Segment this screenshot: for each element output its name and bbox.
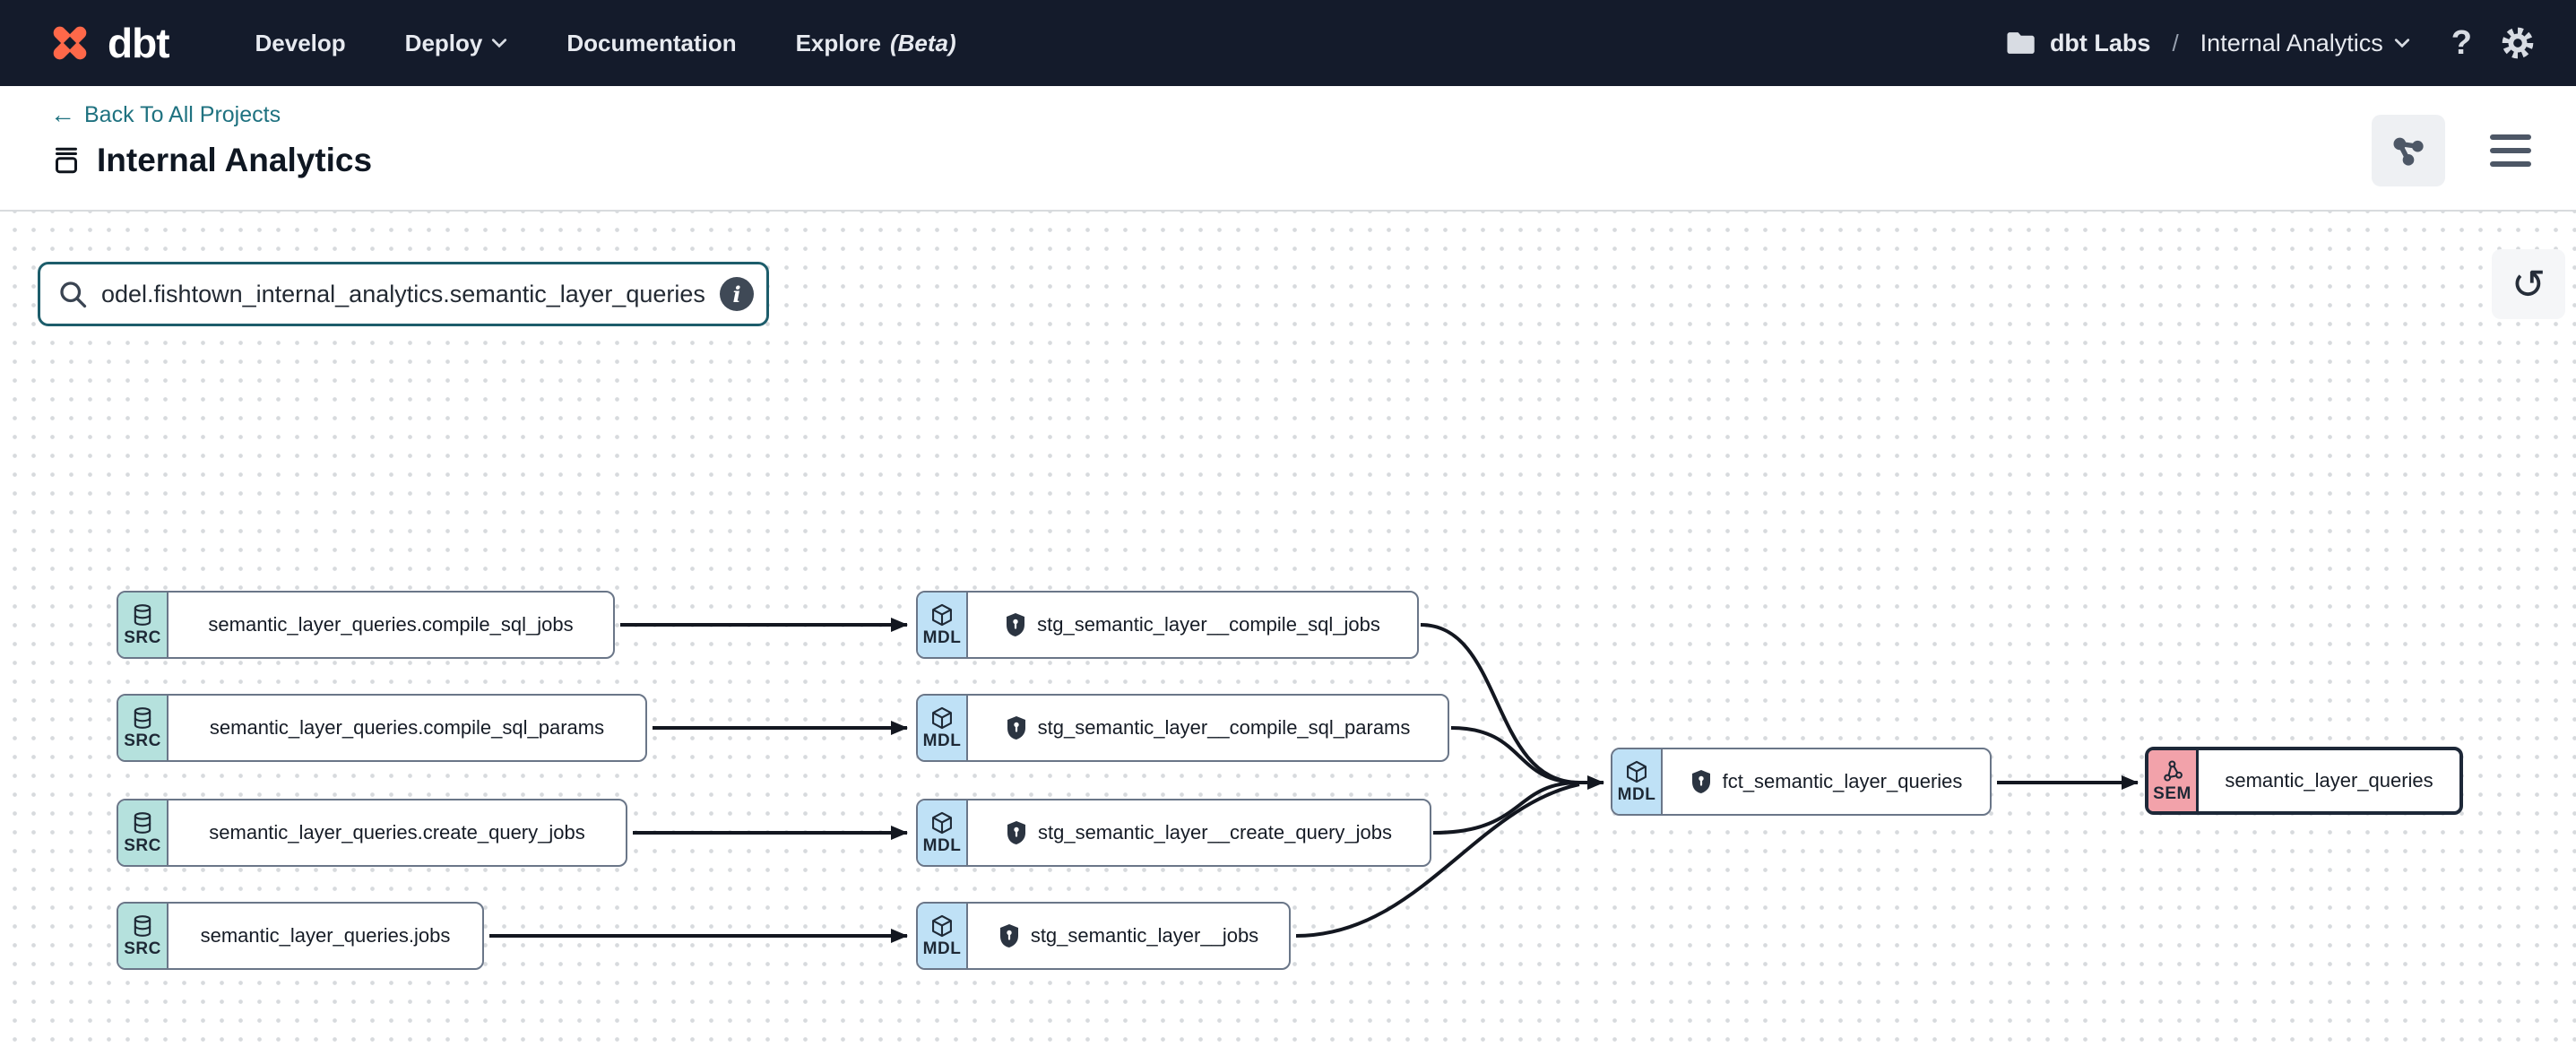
- node-label: stg_semantic_layer__compile_sql_jobs: [1037, 613, 1380, 636]
- database-icon: [134, 914, 151, 937]
- chevron-down-icon: [2394, 39, 2409, 48]
- node-stg-compile-sql-jobs[interactable]: MDL stg_semantic_layer__compile_sql_jobs: [916, 591, 1419, 659]
- info-icon[interactable]: i: [720, 277, 754, 311]
- cube-icon: [932, 603, 952, 626]
- menu-hamburger-icon[interactable]: [2485, 129, 2537, 172]
- model-badge: MDL: [1612, 749, 1663, 814]
- dbt-logo[interactable]: dbt: [47, 19, 170, 67]
- breadcrumb-separator: /: [2172, 29, 2179, 56]
- account-breadcrumb[interactable]: dbt Labs: [2007, 30, 2150, 57]
- node-label: semantic_layer_queries.jobs: [200, 924, 451, 947]
- top-nav: dbt Develop Deploy Documentation Explore…: [0, 0, 2576, 86]
- lineage-search: i: [38, 262, 769, 326]
- shield-icon: [1007, 613, 1025, 636]
- edge: [1450, 726, 1580, 784]
- back-to-projects-link[interactable]: ← Back To All Projects: [50, 100, 281, 128]
- node-stg-compile-sql-params[interactable]: MDL stg_semantic_layer__compile_sql_para…: [916, 694, 1449, 762]
- model-badge: MDL: [918, 904, 968, 968]
- nav-item-explore[interactable]: Explore (Beta): [795, 29, 956, 56]
- shield-icon: [1691, 770, 1710, 793]
- page-header: ← Back To All Projects Internal Analytic…: [0, 86, 2576, 212]
- node-label: semantic_layer_queries: [2225, 769, 2433, 792]
- model-badge: MDL: [918, 593, 968, 657]
- reset-view-button[interactable]: ↺: [2492, 249, 2565, 319]
- lineage-icon: [2393, 137, 2424, 166]
- node-label: stg_semantic_layer__jobs: [1030, 924, 1259, 947]
- model-badge: MDL: [918, 696, 968, 760]
- cube-icon: [932, 914, 952, 937]
- source-badge: SRC: [118, 593, 169, 657]
- help-icon[interactable]: ?: [2451, 23, 2472, 62]
- model-badge: MDL: [918, 800, 968, 865]
- edge: [1432, 781, 1580, 835]
- node-src-jobs[interactable]: SRC semantic_layer_queries.jobs: [117, 902, 484, 970]
- node-src-compile-sql-params[interactable]: SRC semantic_layer_queries.compile_sql_p…: [117, 694, 647, 762]
- lineage-view-button[interactable]: [2372, 115, 2445, 186]
- node-fct-semantic-layer-queries[interactable]: MDL fct_semantic_layer_queries: [1611, 748, 1992, 816]
- node-label: fct_semantic_layer_queries: [1722, 770, 1963, 792]
- project-icon: [56, 147, 77, 174]
- nav-item-deploy[interactable]: Deploy: [405, 30, 508, 57]
- nav-right-cluster: dbt Labs / Internal Analytics ?: [2007, 24, 2537, 63]
- source-badge: SRC: [118, 800, 169, 865]
- cube-icon: [932, 811, 952, 834]
- lineage-canvas[interactable]: i ↺ SRC semantic_layer_queries.compile_s…: [0, 212, 2576, 1045]
- node-src-compile-sql-jobs[interactable]: SRC semantic_layer_queries.compile_sql_j…: [117, 591, 615, 659]
- database-icon: [134, 811, 151, 834]
- undo-icon: ↺: [2511, 260, 2546, 308]
- node-label: semantic_layer_queries.create_query_jobs: [209, 821, 585, 844]
- node-label: stg_semantic_layer__create_query_jobs: [1037, 821, 1392, 844]
- node-label: stg_semantic_layer__compile_sql_params: [1037, 716, 1411, 739]
- semantic-badge: SEM: [2148, 750, 2199, 811]
- shield-icon: [999, 924, 1018, 947]
- beta-tag: (Beta): [889, 29, 956, 56]
- chevron-down-icon: [492, 39, 507, 48]
- nav-item-develop[interactable]: Develop: [255, 29, 346, 56]
- edge: [1420, 623, 1580, 784]
- shield-icon: [1007, 716, 1025, 740]
- node-stg-jobs[interactable]: MDL stg_semantic_layer__jobs: [916, 902, 1291, 970]
- node-stg-create-query-jobs[interactable]: MDL stg_semantic_layer__create_query_job…: [916, 799, 1431, 867]
- cube-icon: [932, 706, 952, 729]
- folder-icon: [2007, 32, 2035, 54]
- shield-icon: [1007, 821, 1025, 844]
- node-sem-semantic-layer-queries[interactable]: SEM semantic_layer_queries: [2145, 747, 2463, 815]
- dbt-logo-icon: [53, 26, 87, 60]
- project-selector[interactable]: Internal Analytics: [2200, 30, 2410, 57]
- database-icon: [134, 706, 151, 729]
- edge-layer: [489, 618, 2139, 943]
- search-icon: [60, 281, 87, 308]
- node-label: semantic_layer_queries.compile_sql_param…: [209, 716, 605, 739]
- node-src-create-query-jobs[interactable]: SRC semantic_layer_queries.create_query_…: [117, 799, 627, 867]
- semantic-graph-icon: [2163, 759, 2183, 782]
- page-title: Internal Analytics: [97, 142, 373, 178]
- source-badge: SRC: [118, 696, 169, 760]
- edge: [1295, 783, 1580, 938]
- source-badge: SRC: [118, 904, 169, 968]
- cube-icon: [1627, 760, 1647, 783]
- back-arrow-icon: ←: [50, 100, 75, 128]
- nav-menu: Develop Deploy Documentation Explore (Be…: [255, 30, 956, 57]
- nav-item-documentation[interactable]: Documentation: [566, 29, 737, 56]
- search-input[interactable]: [101, 280, 707, 308]
- settings-gear-icon[interactable]: [2499, 24, 2537, 62]
- database-icon: [134, 603, 151, 626]
- brand-word: dbt: [108, 20, 170, 66]
- node-label: semantic_layer_queries.compile_sql_jobs: [208, 613, 574, 636]
